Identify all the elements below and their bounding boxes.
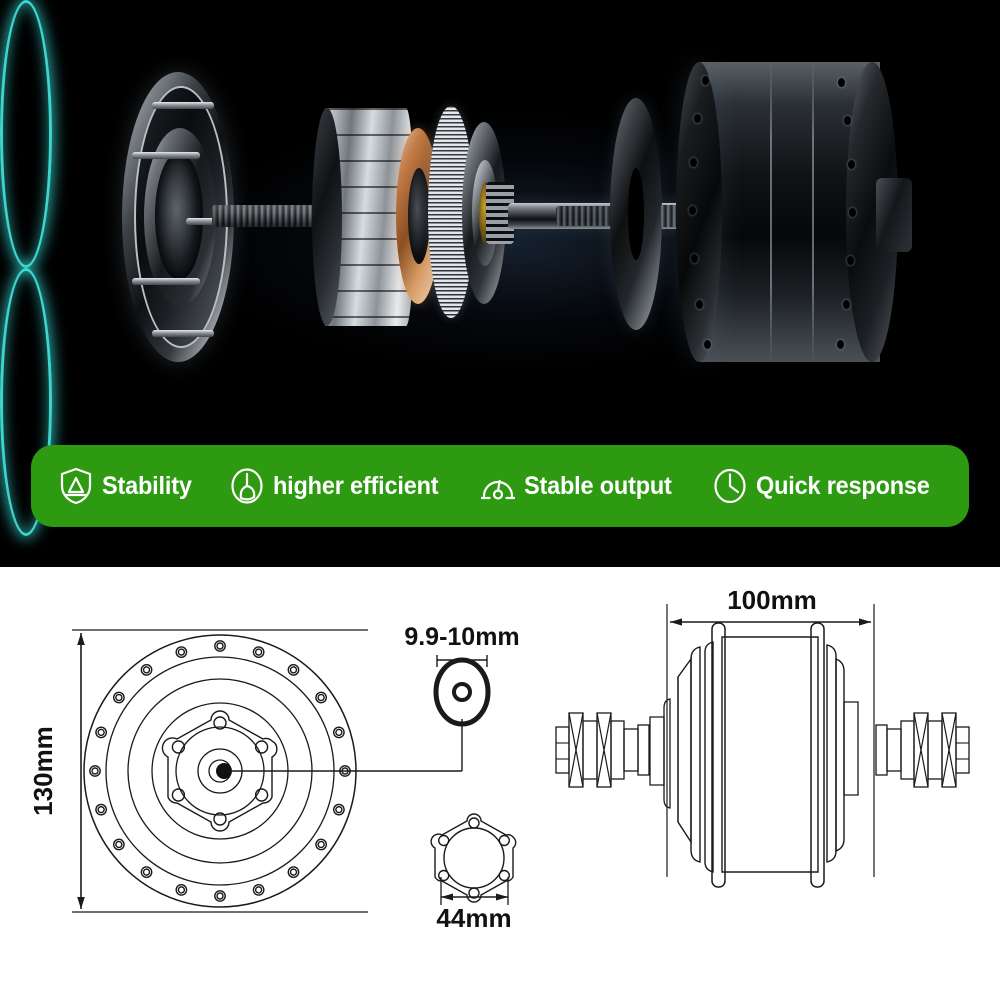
spoke-hole (848, 160, 855, 169)
right-axle-end (875, 712, 970, 788)
bolt-pattern-dimension-label: 44mm (436, 903, 511, 933)
spoke-hole-ring (89, 640, 351, 902)
feature-label: Stability (102, 471, 193, 500)
hero-product-image: Stability higher efficient (0, 0, 1000, 567)
gauge-output-icon (480, 467, 515, 505)
spoke-hole (689, 206, 696, 215)
feature-item-efficiency[interactable]: higher efficient (214, 467, 465, 505)
spoke-hole (838, 78, 845, 87)
spoke-hole (849, 208, 856, 217)
feature-item-quick-response[interactable]: Quick response (697, 467, 957, 505)
end-cap-pin (132, 278, 200, 285)
exploded-assembly (0, 0, 1000, 536)
spoke-hole (837, 340, 844, 349)
axle-center-marker (216, 763, 232, 779)
spoke-hole (690, 158, 697, 167)
feature-label: higher efficient (272, 471, 439, 500)
spoke-hole (844, 116, 851, 125)
left-end-cap-bore (155, 152, 203, 280)
disc-brake-bolt-pattern (430, 813, 517, 905)
clock-response-icon (713, 467, 747, 505)
axle-flat-detail (433, 655, 491, 727)
feature-highlight-bar: Stability higher efficient (31, 445, 969, 527)
feature-item-stable-output[interactable]: Stable output (465, 467, 697, 505)
technical-drawings: 130mm 9.9-10mm 44mm 100mm (0, 567, 1000, 1000)
hub-shell-seam (812, 62, 814, 362)
spoke-hole (704, 340, 711, 349)
copper-clutch-bore (408, 168, 430, 264)
side-view-dimension-label: 100mm (727, 585, 817, 615)
threaded-axle-stub (212, 205, 340, 227)
technical-drawing-svg: 130mm 9.9-10mm 44mm 100mm (28, 585, 970, 933)
feature-item-stability[interactable]: Stability (43, 467, 213, 505)
end-cap-pin (152, 102, 214, 109)
brake-bolt-flange (161, 710, 278, 832)
left-axle-end (555, 712, 650, 788)
hub-side-view (555, 604, 970, 888)
axle-detail-dimension-label: 9.9-10mm (404, 623, 519, 651)
hub-front-view (72, 629, 463, 913)
spoke-hole (696, 300, 703, 309)
spoke-hole (702, 76, 709, 85)
hub-shell-left-flange (676, 62, 722, 362)
stator-face (312, 108, 342, 326)
front-view-dimension-label: 130mm (28, 726, 58, 816)
spoke-hole (691, 254, 698, 263)
spoke-hole (847, 256, 854, 265)
feature-label: Quick response (755, 471, 930, 500)
spoke-hole (843, 300, 850, 309)
end-cap-pin (152, 330, 214, 337)
shield-stability-icon (59, 467, 93, 505)
hub-shell-seam (770, 62, 772, 362)
hub-shell-boss (876, 178, 912, 252)
magnetic-flux-ring (0, 268, 52, 536)
efficiency-rotor-icon (230, 467, 264, 505)
spoke-hole (694, 114, 701, 123)
end-cap-pin (132, 152, 200, 159)
spacer-disc-bore (628, 168, 644, 260)
feature-label: Stable output (523, 471, 672, 500)
magnetic-flux-ring (0, 0, 52, 268)
